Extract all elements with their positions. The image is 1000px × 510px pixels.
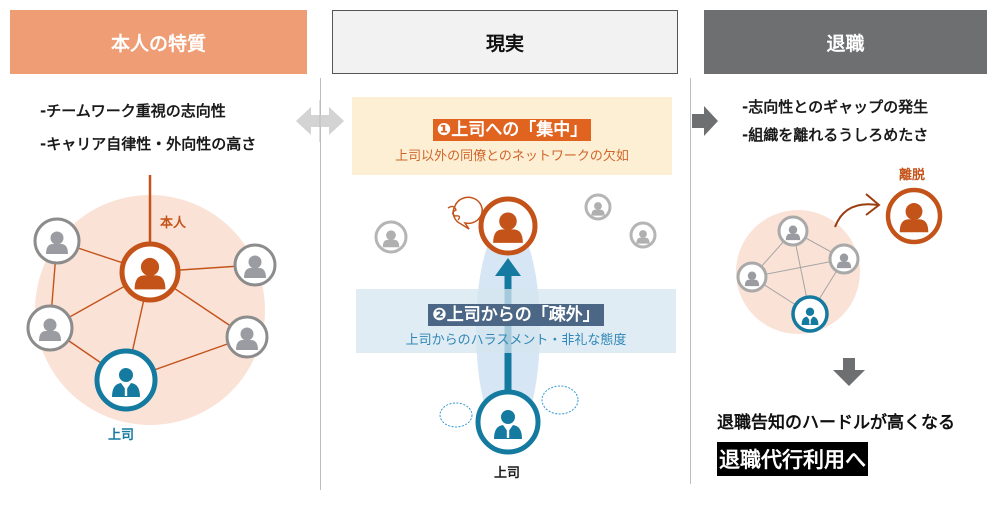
highlight-text: 退職代行利用へ: [717, 442, 868, 476]
boss-icon: [791, 295, 829, 333]
header-personal-traits: 本人の特質: [10, 10, 307, 74]
trait-bullet-1: -チームワーク重視の志向性: [40, 102, 226, 120]
resign-bullet-1: -志向性とのギャップの発生: [742, 98, 929, 116]
trait-bullet-2: -キャリア自律性・外向性の高さ: [40, 135, 257, 153]
leave-arrow-icon: [834, 193, 881, 228]
angry-bubble-icon: [439, 385, 579, 428]
header-reality: 現実: [332, 10, 678, 74]
point1-title: ❶上司への「集中」: [432, 119, 592, 141]
right-arrow-icon: [692, 106, 718, 136]
peer-icon: [629, 221, 657, 249]
leave-label: 離脱: [899, 168, 926, 183]
divider-right: [690, 78, 691, 484]
peer-icon: [374, 220, 408, 254]
middle-boss-label: 上司: [494, 466, 521, 481]
departed-self-icon: [885, 187, 943, 245]
boss-icon: [475, 389, 541, 455]
confused-speech-bubble-icon: [447, 196, 483, 230]
peer-icon: [777, 215, 809, 247]
point2-title: ❷上司からの「疎外」: [428, 304, 604, 326]
peer-icon: [736, 261, 768, 293]
point2-box: ❷上司からの「疎外」 上司からのハラスメント・非礼な態度: [356, 289, 676, 353]
boss-label: 上司: [108, 428, 135, 443]
self-icon: [119, 241, 181, 303]
peer-icon: [233, 243, 277, 287]
divider-left: [320, 78, 321, 490]
self-icon: [478, 196, 538, 256]
conclusion-text: 退職告知のハードルが高くなる: [717, 413, 955, 433]
peer-icon: [584, 193, 612, 221]
point1-box: ❶上司への「集中」 上司以外の同僚とのネットワークの欠如: [352, 97, 672, 175]
peer-icon: [828, 243, 860, 275]
point2-subtitle: 上司からのハラスメント・非礼な態度: [405, 333, 627, 348]
header-resignation: 退職: [704, 10, 987, 74]
right-network: [736, 187, 943, 334]
boss-icon: [94, 348, 158, 412]
peer-icon: [26, 304, 74, 352]
point1-subtitle: 上司以外の同僚とのネットワークの欠如: [395, 149, 629, 164]
resign-bullet-2: -組織を離れるうしろめたさ: [742, 126, 929, 144]
peer-icon: [33, 217, 81, 265]
left-network: [26, 175, 277, 425]
down-arrow-icon: [833, 358, 865, 386]
self-label: 本人: [160, 216, 187, 231]
peer-icon: [225, 315, 269, 359]
